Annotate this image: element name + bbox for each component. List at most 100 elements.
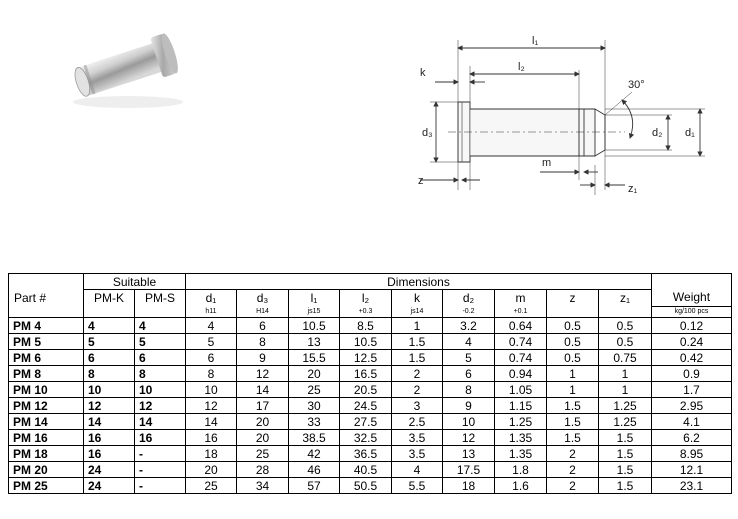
label-l1: l₁ — [532, 35, 538, 47]
tol-l2: +0.3 — [339, 306, 392, 318]
cell-dim: 1.5 — [546, 413, 599, 430]
cell-weight: 0.12 — [651, 317, 732, 334]
cell-dim: 1.5 — [598, 429, 652, 446]
cell-dim: 5 — [185, 333, 237, 350]
label-z1: z₁ — [628, 183, 638, 195]
header-d2: d₂ — [442, 289, 495, 307]
cell-dim: 10.5 — [288, 317, 340, 334]
cell-dim: 2 — [546, 461, 599, 478]
cell-dim: 20 — [236, 429, 289, 446]
cell-pms: 10 — [134, 381, 186, 398]
cell-dim: 12.5 — [339, 349, 392, 366]
cell-dim: 13 — [288, 333, 340, 350]
cell-dim: 20 — [185, 461, 237, 478]
cell-dim: 34 — [236, 477, 289, 494]
cell-dim: 1.5 — [598, 477, 652, 494]
header-m: m — [494, 289, 547, 307]
cell-dim: 0.5 — [598, 317, 652, 334]
cell-dim: 2 — [391, 381, 443, 398]
cell-dim: 5.5 — [391, 477, 443, 494]
cell-dim: 36.5 — [339, 445, 392, 462]
cell-dim: 12 — [236, 365, 289, 382]
cell-dim: 10.5 — [339, 333, 392, 350]
label-k: k — [420, 67, 426, 79]
cell-part: PM 8 — [8, 365, 84, 382]
cell-pms: - — [134, 461, 186, 478]
cell-dim: 1.5 — [598, 445, 652, 462]
cell-pmk: 8 — [83, 365, 135, 382]
cell-dim: 1.35 — [494, 429, 547, 446]
cell-dim: 18 — [442, 477, 495, 494]
tol-m: +0.1 — [494, 306, 547, 318]
tol-z — [546, 306, 599, 318]
cell-dim: 57 — [288, 477, 340, 494]
cell-dim: 9 — [442, 397, 495, 414]
cell-dim: 14 — [185, 413, 237, 430]
cell-dim: 3.5 — [391, 429, 443, 446]
cell-dim: 32.5 — [339, 429, 392, 446]
header-part-blank — [8, 273, 84, 290]
cell-dim: 25 — [185, 477, 237, 494]
tol-pmk-blank — [83, 306, 135, 318]
cell-dim: 6 — [236, 317, 289, 334]
cell-dim: 2.5 — [391, 413, 443, 430]
header-l2: l₂ — [339, 289, 392, 307]
header-suitable: Suitable — [83, 273, 186, 290]
cell-dim: 1.35 — [494, 445, 547, 462]
cell-dim: 25 — [288, 381, 340, 398]
cell-dim: 12 — [185, 397, 237, 414]
tol-d1: h11 — [185, 306, 237, 318]
cell-dim: 2 — [391, 365, 443, 382]
cell-dim: 8.5 — [339, 317, 392, 334]
header-z1: z₁ — [598, 289, 652, 307]
cell-dim: 0.5 — [546, 333, 599, 350]
cell-pms: 16 — [134, 429, 186, 446]
cell-dim: 0.94 — [494, 365, 547, 382]
cell-part: PM 25 — [8, 477, 84, 494]
tol-weight-unit: kg/100 pcs — [651, 306, 732, 318]
cell-dim: 50.5 — [339, 477, 392, 494]
pin-photo — [73, 33, 183, 108]
cell-weight: 0.42 — [651, 349, 732, 366]
cell-dim: 6 — [442, 365, 495, 382]
cell-dim: 25 — [236, 445, 289, 462]
cell-dim: 1.5 — [598, 461, 652, 478]
cell-pmk: 14 — [83, 413, 135, 430]
cell-pms: 6 — [134, 349, 186, 366]
cell-dim: 16 — [185, 429, 237, 446]
label-d1: d₁ — [685, 127, 695, 139]
cell-dim: 2 — [546, 445, 599, 462]
cell-part: PM 20 — [8, 461, 84, 478]
header-pms: PM-S — [134, 289, 186, 307]
cell-weight: 0.9 — [651, 365, 732, 382]
cell-pms: - — [134, 477, 186, 494]
header-d1: d₁ — [185, 289, 237, 307]
cell-dim: 20 — [236, 413, 289, 430]
cell-dim: 18 — [185, 445, 237, 462]
cell-dim: 1.5 — [391, 333, 443, 350]
cell-part: PM 18 — [8, 445, 84, 462]
tol-part-blank — [8, 306, 84, 318]
cell-dim: 9 — [236, 349, 289, 366]
cell-dim: 1 — [391, 317, 443, 334]
cell-pms: - — [134, 445, 186, 462]
cell-dim: 27.5 — [339, 413, 392, 430]
cell-dim: 17 — [236, 397, 289, 414]
cell-dim: 40.5 — [339, 461, 392, 478]
label-l2: l₂ — [518, 61, 525, 73]
cell-dim: 4 — [442, 333, 495, 350]
cell-dim: 1.25 — [494, 413, 547, 430]
cell-part: PM 16 — [8, 429, 84, 446]
cell-dim: 1 — [546, 365, 599, 382]
header-k: k — [391, 289, 443, 307]
cell-weight: 0.24 — [651, 333, 732, 350]
header-z: z — [546, 289, 599, 307]
cell-part: PM 10 — [8, 381, 84, 398]
cell-pmk: 12 — [83, 397, 135, 414]
cell-dim: 0.5 — [546, 349, 599, 366]
cell-part: PM 6 — [8, 349, 84, 366]
